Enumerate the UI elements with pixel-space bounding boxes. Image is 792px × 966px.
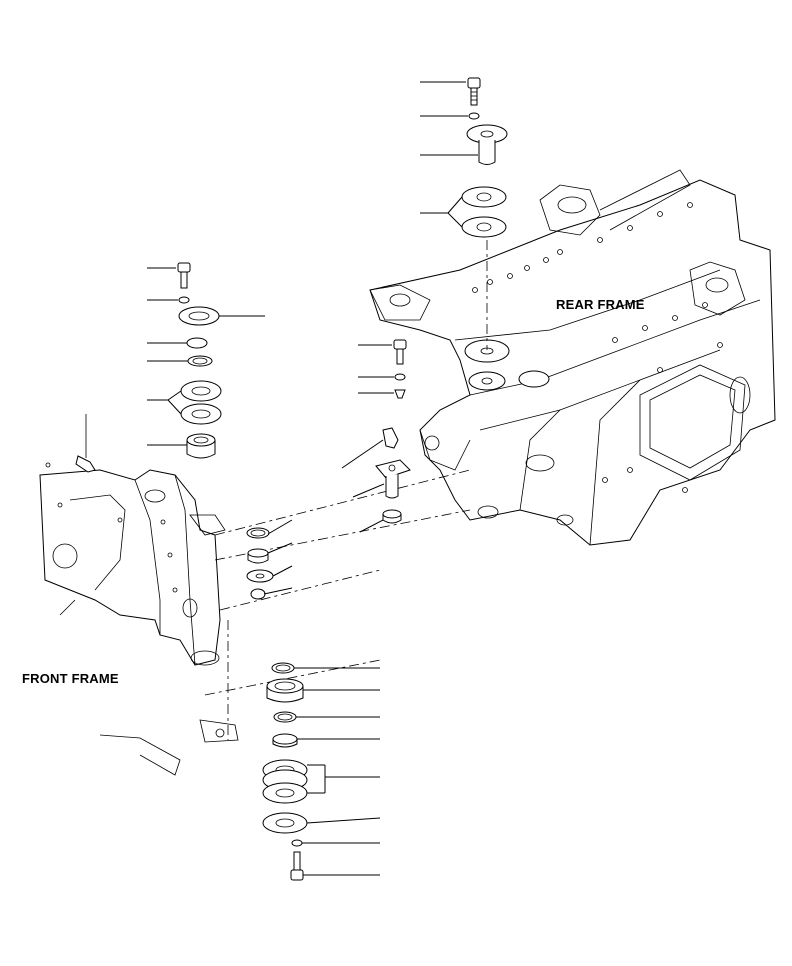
upper-pin-stack xyxy=(461,77,508,238)
middle-stack xyxy=(375,339,411,524)
front-frame xyxy=(39,462,239,776)
grease-fitting xyxy=(75,414,96,473)
rear-frame xyxy=(369,169,776,546)
center-left-stack xyxy=(246,527,274,600)
front-frame-label: FRONT FRAME xyxy=(22,671,119,686)
center-lines xyxy=(204,240,488,740)
rear-frame-label: REAR FRAME xyxy=(556,297,645,312)
callout-leaders xyxy=(147,81,478,876)
lower-stack xyxy=(262,662,308,881)
